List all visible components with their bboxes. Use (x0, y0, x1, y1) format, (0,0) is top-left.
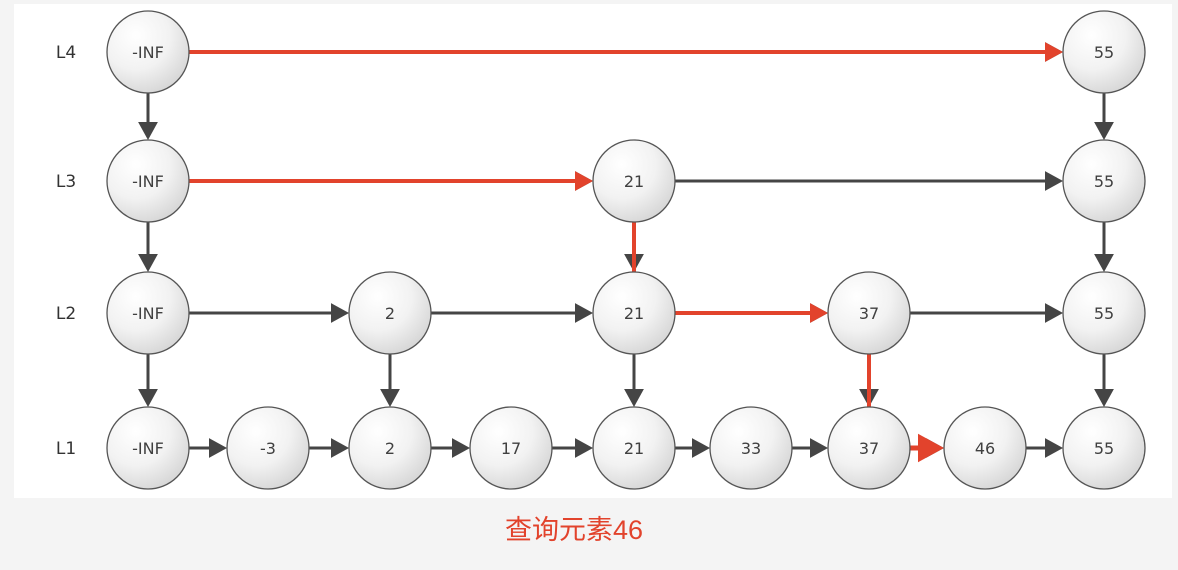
node-value: 21 (624, 172, 644, 191)
node-l2-37: 37 (827, 271, 911, 355)
node-l1-37: 37 (827, 406, 911, 490)
node-value: -INF (132, 43, 164, 62)
node-value: 21 (624, 304, 644, 323)
skip-list-svg: -INF 55 -INF 21 55 -INF 2 21 37 55 -INF -3 2 17 21 33 37… (56, 10, 1146, 490)
node-value: -INF (132, 172, 164, 191)
node-value: 55 (1094, 304, 1114, 323)
search-path-2 (189, 171, 593, 191)
down-l2-neg-inf (138, 354, 158, 407)
edge-l1-2-to-17 (431, 438, 470, 458)
down-l4-55 (1094, 93, 1114, 140)
node-value: 37 (859, 439, 879, 458)
node-l1-neg-inf: -INF (106, 406, 190, 490)
edge-l1-neg-3-to-2 (309, 438, 349, 458)
caption: 查询元素46 (504, 515, 644, 545)
node-l1-46: 46 (943, 406, 1027, 490)
node-l3-21: 21 (592, 139, 676, 223)
node-l1-17: 17 (469, 406, 553, 490)
level-label-l1: L1 (56, 439, 76, 459)
edge-l2-2-to-21 (431, 303, 593, 323)
edge-l1-neg-inf-to-neg-3 (189, 438, 227, 458)
edge-l1-17-to-21 (552, 438, 593, 458)
edge-l1-46-to-55 (1026, 438, 1063, 458)
node-l1-21: 21 (592, 406, 676, 490)
node-l2-55: 55 (1062, 271, 1146, 355)
node-value: -INF (132, 439, 164, 458)
edge-l2-37-to-55 (910, 303, 1063, 323)
edge-l2-neg-inf-to-2 (189, 303, 349, 323)
down-l2-21 (624, 354, 644, 407)
edge-l3-21-to-55 (675, 171, 1063, 191)
node-value: 17 (501, 439, 521, 458)
node-l1-neg-3: -3 (226, 406, 310, 490)
node-l1-2: 2 (348, 406, 432, 490)
level-label-l4: L4 (56, 43, 76, 63)
node-l3-neg-inf: -INF (106, 139, 190, 223)
down-l3-55 (1094, 222, 1114, 272)
level-label-l3: L3 (56, 172, 76, 192)
down-l4-neg-inf (138, 93, 158, 140)
node-value: 46 (975, 439, 995, 458)
node-value: 21 (624, 439, 644, 458)
edge-l1-21-to-33 (675, 438, 710, 458)
node-l3-55: 55 (1062, 139, 1146, 223)
node-value: 2 (385, 304, 395, 323)
node-value: 55 (1094, 43, 1114, 62)
down-l2-2 (380, 354, 400, 407)
search-path-4 (675, 303, 828, 323)
edge-l1-33-to-37 (792, 438, 828, 458)
node-value: 33 (741, 439, 761, 458)
node-value: 55 (1094, 439, 1114, 458)
node-l2-neg-inf: -INF (106, 271, 190, 355)
node-l2-21: 21 (592, 271, 676, 355)
node-l1-33: 33 (709, 406, 793, 490)
node-value: 2 (385, 439, 395, 458)
node-value: -3 (260, 439, 276, 458)
down-l2-55 (1094, 354, 1114, 407)
node-l2-2: 2 (348, 271, 432, 355)
node-value: -INF (132, 304, 164, 323)
skip-list-diagram: -INF 55 -INF 21 55 -INF 2 21 37 55 -INF -3 2 17 21 33 37… (14, 4, 1172, 498)
node-l4-55: 55 (1062, 10, 1146, 94)
node-value: 37 (859, 304, 879, 323)
node-l4-neg-inf: -INF (106, 10, 190, 94)
search-path-6 (910, 433, 944, 463)
level-label-l2: L2 (56, 304, 76, 324)
node-l1-55: 55 (1062, 406, 1146, 490)
node-value: 55 (1094, 172, 1114, 191)
search-path-1 (189, 42, 1063, 62)
down-l3-neg-inf (138, 222, 158, 272)
